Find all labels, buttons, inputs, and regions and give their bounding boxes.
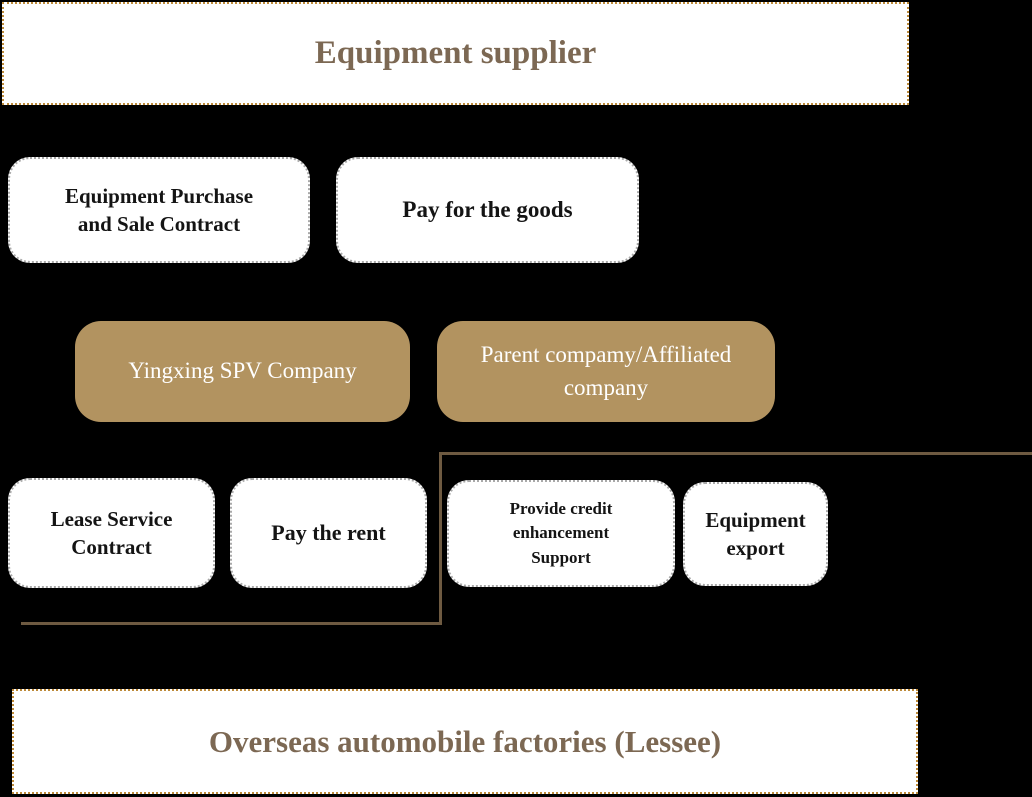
yingxing-spv-company-label: Yingxing SPV Company bbox=[128, 358, 357, 384]
credit-enhancement-support-label: Provide credit enhancement Support bbox=[509, 498, 613, 567]
yingxing-spv-company-box: Yingxing SPV Company bbox=[75, 321, 410, 422]
overseas-lessee-box: Overseas automobile factories (Lessee) bbox=[12, 689, 918, 794]
overseas-lessee-label: Overseas automobile factories (Lessee) bbox=[208, 723, 722, 759]
equipment-export-box: Equipment export bbox=[683, 482, 828, 586]
pay-the-rent-box: Pay the rent bbox=[230, 478, 427, 588]
pay-for-goods-box: Pay for the goods bbox=[336, 157, 639, 263]
connector-line-bottom bbox=[21, 622, 442, 625]
equipment-supplier-box: Equipment supplier bbox=[2, 2, 909, 105]
parent-affiliated-company-label: Parent compamy/Affiliated company bbox=[480, 342, 732, 400]
purchase-contract-box: Equipment Purchase and Sale Contract bbox=[8, 157, 310, 263]
parent-affiliated-company-box: Parent compamy/Affiliated company bbox=[437, 321, 775, 422]
equipment-supplier-label: Equipment supplier bbox=[314, 35, 597, 71]
pay-the-rent-label: Pay the rent bbox=[271, 520, 386, 546]
purchase-contract-label: Equipment Purchase and Sale Contract bbox=[64, 183, 254, 236]
pay-for-goods-label: Pay for the goods bbox=[402, 197, 573, 223]
lease-service-contract-label: Lease Service Contract bbox=[50, 506, 173, 559]
lease-service-contract-box: Lease Service Contract bbox=[8, 478, 215, 588]
equipment-export-label: Equipment export bbox=[705, 507, 806, 560]
credit-enhancement-support-box: Provide credit enhancement Support bbox=[447, 480, 675, 587]
connector-line-top bbox=[439, 452, 1032, 455]
connector-line-vertical bbox=[439, 452, 442, 625]
